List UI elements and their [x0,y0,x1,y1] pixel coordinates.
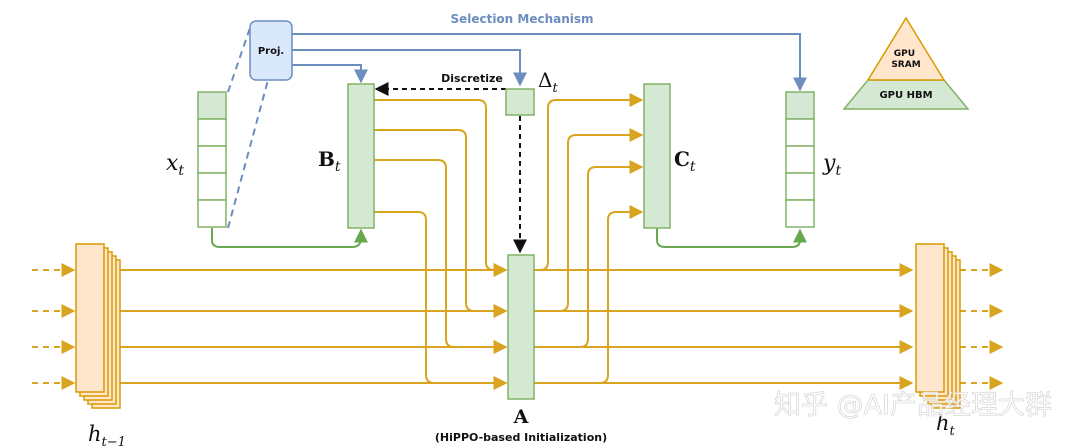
delta-symbol: Δt [538,68,558,96]
h-prev-label: ht−1 [88,422,126,448]
state-flow-arrows [32,93,1004,390]
proj-box [249,20,293,81]
h-cur-stack [915,243,961,409]
gpu-hbm-label: GPU HBM [879,90,932,101]
discretize-arrows [374,82,527,254]
watermark: 知乎 @AI产品经理大群 [774,390,1052,421]
input-output-arrows [211,228,807,248]
gpu-sram-line1: GPU [894,49,915,59]
hippo-caption: (HiPPO-based Initialization) [435,431,607,444]
x-vector [197,91,227,228]
a-matrix-block [507,254,535,400]
selection-arrows [227,27,807,229]
c-matrix-block [643,83,671,229]
gpu-sram-label: GPU SRAM [891,49,920,70]
b-label: Bt [318,147,341,175]
x-label: xt [166,151,184,179]
y-label: yt [822,151,841,179]
c-label: Ct [674,147,696,175]
y-vector [785,91,815,228]
selection-mechanism-label: Selection Mechanism [450,12,593,26]
gpu-sram-line2: SRAM [891,60,920,70]
gpu-memory-hierarchy: GPU SRAM GPU HBM [842,16,970,110]
discretize-label: Discretize [441,72,503,85]
h-cur-label: ht [936,411,956,439]
h-prev-stack [75,243,121,409]
delta-block [505,88,535,116]
b-matrix-block [347,83,375,229]
gpu-sram-layer [866,16,946,81]
a-label: A [513,406,529,428]
proj-label: Proj. [258,46,284,57]
